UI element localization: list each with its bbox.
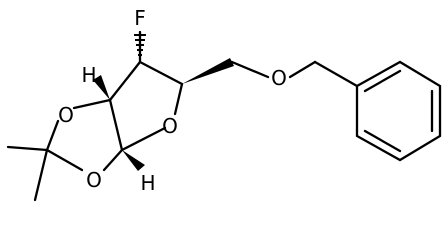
bond-methyl-left <box>6 145 49 152</box>
bond-ch2-o-ether <box>230 60 270 79</box>
mask-fluorine <box>131 4 149 30</box>
molecule-structure-diagram: F H O O O H O <box>6 4 442 202</box>
atom-hydrogen-upper: H <box>81 63 96 87</box>
hashed-bond-c4-f <box>134 34 146 61</box>
bond-c3-o-upper <box>72 98 112 110</box>
bond-c5-o-ring <box>173 82 184 116</box>
benzene-ring <box>355 60 442 162</box>
wedge-c3-h <box>93 75 110 100</box>
atom-hydrogen-lower: H <box>140 171 155 195</box>
atom-fluorine: F <box>134 6 146 30</box>
bond-methyl-bottom <box>33 148 49 202</box>
stereo-bonds <box>93 58 234 171</box>
atom-labels: F H O O O H O <box>58 4 287 195</box>
bond-c4-c5 <box>138 60 184 86</box>
atom-oxygen-ring: O <box>162 114 178 138</box>
atom-oxygen-dioxolane-upper: O <box>58 103 74 127</box>
benzene-double-1 <box>363 69 402 93</box>
bond-c3-c2 <box>108 98 124 152</box>
atom-oxygen-ether: O <box>271 66 287 90</box>
bond-ch2-phenyl <box>313 60 359 88</box>
benzene-outer <box>355 60 442 162</box>
bond-o-upper-cq <box>45 119 60 152</box>
wedge-c5-ch2 <box>182 58 234 84</box>
bond-o-ether-ch2 <box>288 60 317 79</box>
atom-oxygen-dioxolane-lower: O <box>86 168 102 192</box>
wedge-c2-h <box>122 150 145 171</box>
bond-o-ring-c2 <box>120 126 167 152</box>
bond-o-lower-c2 <box>102 148 124 172</box>
bond-c3-c4 <box>108 60 142 102</box>
single-bonds <box>6 30 359 202</box>
bond-cq-o-lower <box>45 148 84 172</box>
benzene-double-3 <box>363 129 402 153</box>
